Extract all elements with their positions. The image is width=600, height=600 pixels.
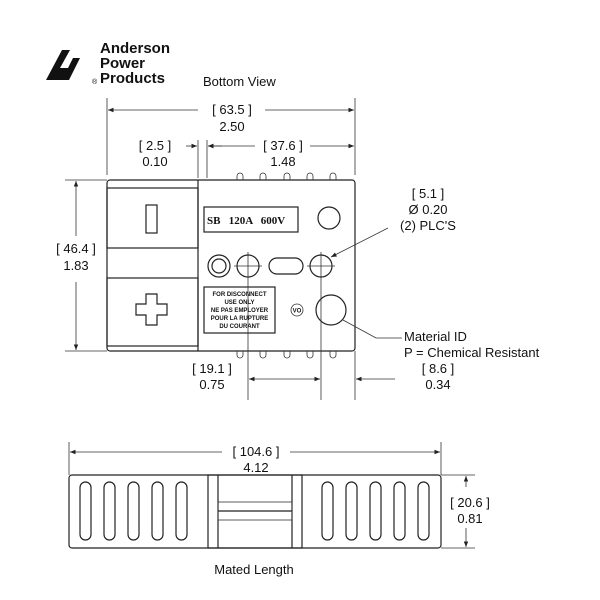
- mated-height-mm: [ 20.6 ]: [450, 495, 490, 510]
- center-slot: [268, 257, 304, 275]
- mated-center-slot: [217, 501, 293, 521]
- warning-line-4: POUR LA RUPTURE: [211, 316, 268, 322]
- logo-mark-icon: [46, 50, 80, 80]
- hole-leader: [330, 227, 389, 258]
- mated-slot: [175, 481, 188, 541]
- logo-registered-mark: ®: [92, 78, 98, 86]
- edge-offset-mm: [ 2.5 ]: [139, 138, 172, 153]
- edge-offset-in: 0.10: [142, 154, 167, 169]
- left-hole-inner: [211, 258, 227, 274]
- hole-dia-mm: [ 5.1 ]: [412, 186, 445, 201]
- height-mm: [ 46.4 ]: [56, 241, 96, 256]
- connector-outline: [106, 179, 356, 352]
- bottom-ribs: [236, 351, 337, 359]
- warning-line-3: NE PAS EMPLOYER: [211, 308, 269, 314]
- top-right-circle: [317, 206, 341, 230]
- mated-length-in: 4.12: [243, 460, 268, 475]
- housing-width-in: 1.48: [270, 154, 295, 169]
- contact-pad-positive: [106, 277, 199, 347]
- warning-line-5: DU COURANT: [219, 324, 260, 330]
- material-id-leader: [342, 319, 402, 339]
- vo-mark-text: VO: [293, 309, 302, 315]
- mated-height-in: 0.81: [457, 511, 482, 526]
- contact-pad-negative: [106, 187, 199, 249]
- mated-center-block: [207, 474, 303, 549]
- rating-label-box: [203, 206, 299, 233]
- hole-spacing-mm: [ 19.1 ]: [192, 361, 232, 376]
- mated-view-title: Mated Length: [214, 562, 294, 577]
- top-ribs: [236, 172, 337, 180]
- mated-slot: [393, 481, 406, 541]
- plus-icon: [135, 293, 168, 326]
- mated-slot: [321, 481, 334, 541]
- side-offset-in: 0.34: [425, 377, 450, 392]
- rating-label-text: SB 120A 600V: [207, 215, 285, 227]
- minus-icon: [145, 204, 158, 234]
- mated-slot: [345, 481, 358, 541]
- overall-width-mm: [ 63.5 ]: [212, 102, 252, 117]
- side-offset-mm: [ 8.6 ]: [422, 361, 455, 376]
- overall-width-in: 2.50: [219, 119, 244, 134]
- bottom-view-title: Bottom View: [203, 74, 276, 89]
- hole-dia-in: Ø 0.20: [408, 202, 447, 217]
- material-id-value: P = Chemical Resistant: [404, 345, 540, 360]
- mated-connector-side-view: [68, 474, 442, 549]
- logo-line-3: Products: [100, 70, 165, 87]
- mated-slot: [417, 481, 430, 541]
- housing-width-mm: [ 37.6 ]: [263, 138, 303, 153]
- mated-slot: [127, 481, 140, 541]
- mated-slot: [369, 481, 382, 541]
- logo-line-2: Power: [100, 55, 145, 72]
- logo-line-1: Anderson: [100, 40, 170, 57]
- warning-line-1: FOR DISCONNECT: [213, 292, 267, 298]
- connector-bottom-view: SB 120A 600V FOR DISCONNECT USE ONLY NE …: [106, 172, 356, 359]
- mated-slot: [79, 481, 92, 541]
- material-id-circle: [315, 294, 347, 326]
- hole-spacing-in: 0.75: [199, 377, 224, 392]
- warning-label-box: [203, 286, 276, 334]
- hole-qty: (2) PLC'S: [400, 218, 456, 233]
- warning-line-2: USE ONLY: [224, 300, 254, 306]
- mated-slot: [151, 481, 164, 541]
- material-id-label: Material ID: [404, 329, 467, 344]
- vo-mark-icon: [290, 303, 304, 317]
- mated-slot: [103, 481, 116, 541]
- left-hole-outer: [207, 254, 231, 278]
- anderson-logo: Anderson Power Products ®: [46, 40, 170, 87]
- mated-length-mm: [ 104.6 ]: [233, 444, 280, 459]
- height-in: 1.83: [63, 258, 88, 273]
